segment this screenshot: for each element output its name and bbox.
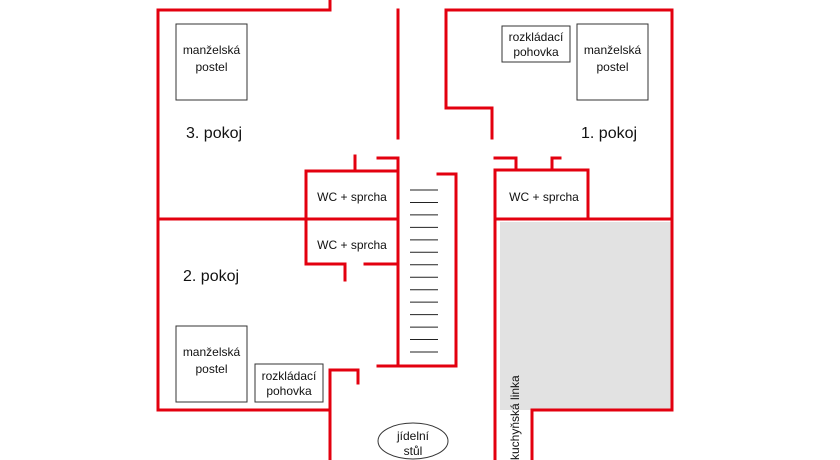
shaded-area	[500, 222, 672, 410]
bed-room1-line1: manželská	[584, 43, 642, 57]
sofa-room1-line1: rozkládací	[509, 30, 564, 44]
dining-table: jídelní stůl	[377, 422, 449, 460]
sofa-room2-line2: pohovka	[266, 384, 312, 398]
wc-right-label: WC + sprcha	[509, 190, 579, 204]
sofa-room1: rozkládací pohovka	[501, 25, 571, 63]
sofa-room2-line1: rozkládací	[262, 369, 317, 383]
room1-label: 1. pokoj	[581, 125, 637, 142]
dining-table-line1: jídelní	[396, 429, 430, 443]
kitchen-line-label: kuchyňská linka	[508, 375, 522, 460]
bed-room2: manželská postel	[175, 325, 248, 403]
wc-left-upper-label: WC + sprcha	[317, 190, 387, 204]
walls	[156, 0, 674, 460]
stairs	[410, 189, 438, 353]
sofa-room1-line2: pohovka	[513, 45, 559, 59]
dining-table-line2: stůl	[404, 444, 423, 458]
bed-room3-line1: manželská	[183, 43, 241, 57]
bed-room1-line2: postel	[596, 60, 628, 74]
bed-room2-line1: manželská	[183, 345, 241, 359]
room3-label: 3. pokoj	[186, 125, 242, 142]
wc-left-lower-label: WC + sprcha	[317, 238, 387, 252]
bed-room2-line2: postel	[195, 362, 227, 376]
bed-room1: manželská postel	[576, 23, 649, 101]
room2-label: 2. pokoj	[183, 268, 239, 285]
sofa-room2: rozkládací pohovka	[254, 363, 324, 403]
bed-room3: manželská postel	[175, 23, 248, 101]
bed-room3-line2: postel	[195, 60, 227, 74]
